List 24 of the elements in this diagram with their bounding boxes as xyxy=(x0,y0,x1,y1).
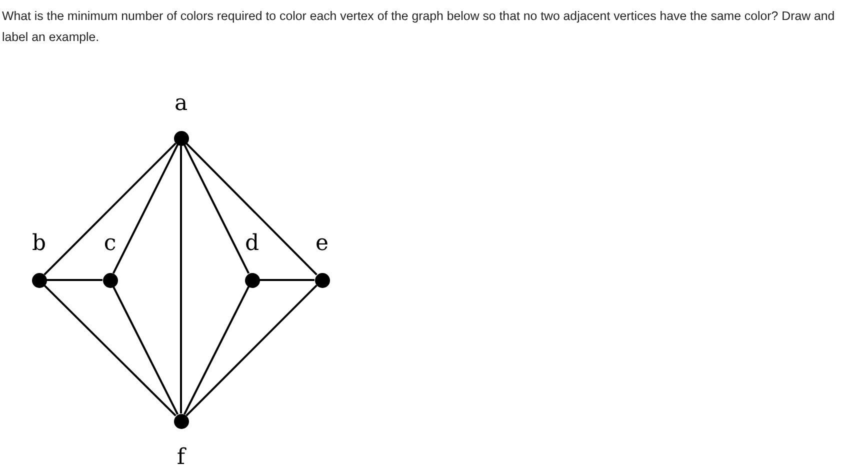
edge-line xyxy=(183,286,250,415)
edge-line xyxy=(112,144,179,274)
edge-line xyxy=(260,279,314,281)
edge-line xyxy=(46,279,102,281)
vertex-label: e xyxy=(315,232,329,256)
vertex-label: a xyxy=(174,92,188,116)
vertex-dot xyxy=(32,272,46,288)
edge-line xyxy=(112,286,179,415)
vertex-label: f xyxy=(176,446,186,469)
vertex-dot xyxy=(174,130,188,146)
edge-line xyxy=(186,142,318,276)
edge-line xyxy=(180,146,182,414)
edge-line xyxy=(44,284,176,416)
vertex-label: b xyxy=(32,232,46,256)
edge-line xyxy=(183,144,250,274)
edge-line xyxy=(186,284,318,416)
vertex-label: c xyxy=(104,232,116,256)
edge-line xyxy=(44,142,176,276)
vertex-label: d xyxy=(244,232,260,256)
vertex-dot xyxy=(244,272,260,288)
vertex-dot xyxy=(174,414,188,428)
question-text: What is the minimum number of colors required to color each vertex of the graph below so that no two adjacent vertices have the same color? Draw and label an example. xyxy=(2,8,836,46)
vertex-dot xyxy=(314,272,330,288)
vertex-dot xyxy=(102,272,118,288)
